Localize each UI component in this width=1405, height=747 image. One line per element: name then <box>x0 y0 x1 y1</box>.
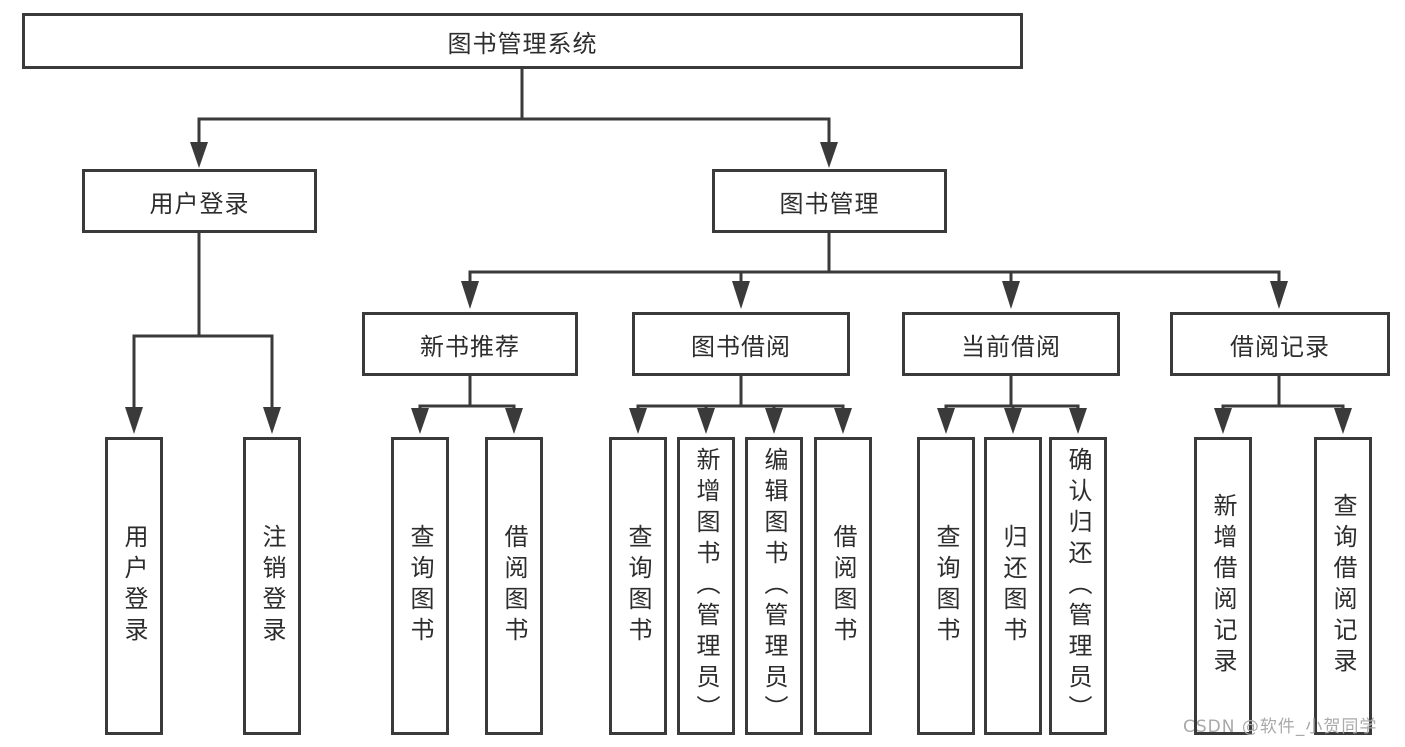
leaf-logout: 注销登录 <box>243 437 301 735</box>
node-book-management: 图书管理 <box>712 169 947 233</box>
leaf-confirm-return-admin: 确认归还（管理员） <box>1049 437 1107 735</box>
leaf-query-books-2: 查询图书 <box>609 437 667 735</box>
leaf-user-login: 用户登录 <box>105 437 163 735</box>
arrowheads <box>125 142 1352 434</box>
node-borrow-records: 借阅记录 <box>1170 312 1390 376</box>
node-library-system: 图书管理系统 <box>22 13 1023 69</box>
csdn-watermark: CSDN @软件_小贺同学 <box>1183 717 1378 737</box>
leaf-borrow-books-2: 借阅图书 <box>814 437 872 735</box>
node-book-borrow: 图书借阅 <box>632 312 850 376</box>
node-user-login: 用户登录 <box>82 169 317 233</box>
leaf-add-book-admin: 新增图书（管理员） <box>677 437 735 735</box>
node-new-book-recommend: 新书推荐 <box>362 312 578 376</box>
leaf-query-borrow-record: 查询借阅记录 <box>1314 437 1372 735</box>
leaf-return-books: 归还图书 <box>984 437 1042 735</box>
leaf-edit-book-admin: 编辑图书（管理员） <box>745 437 803 735</box>
leaf-query-books-3: 查询图书 <box>917 437 975 735</box>
node-current-borrow: 当前借阅 <box>902 312 1120 376</box>
leaf-add-borrow-record: 新增借阅记录 <box>1194 437 1252 735</box>
leaf-borrow-books-1: 借阅图书 <box>485 437 543 735</box>
leaf-query-books-1: 查询图书 <box>391 437 449 735</box>
